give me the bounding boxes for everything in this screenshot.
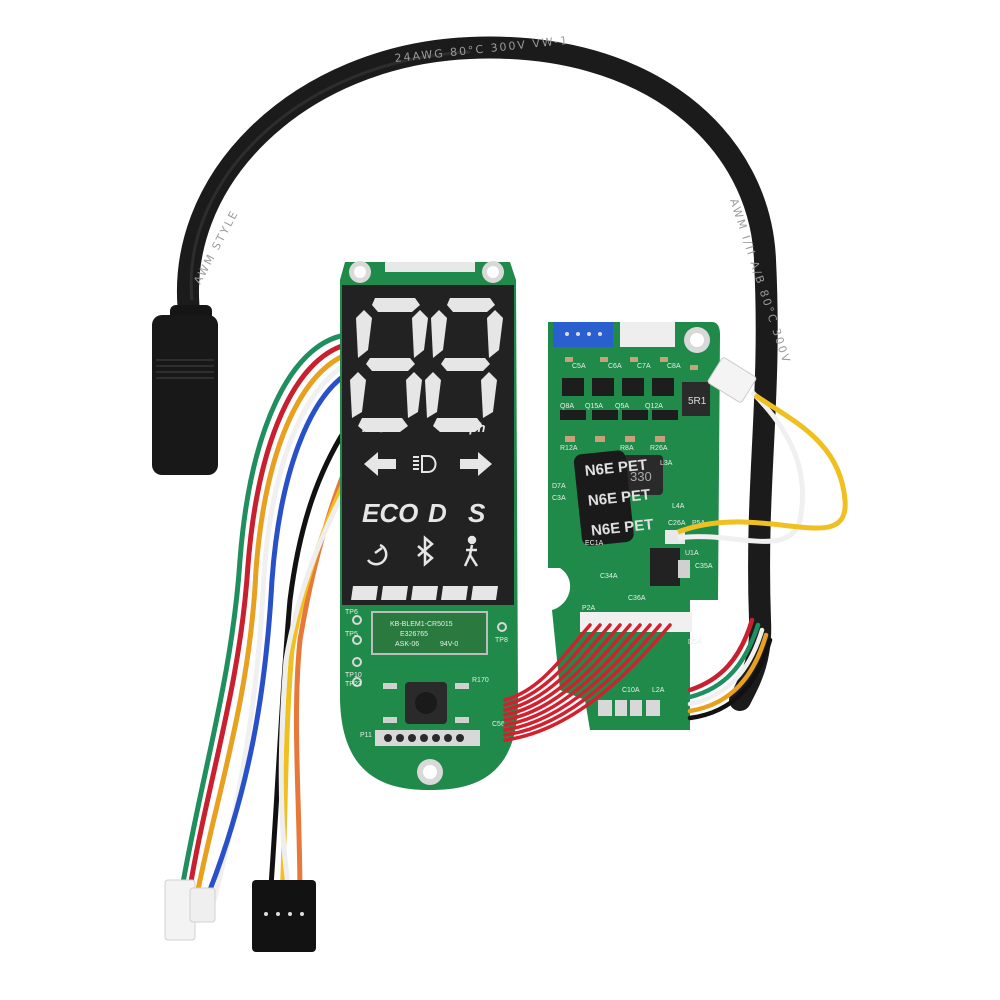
controller-board: C5A C6A C7A C8A Q8A Q15A Q5A Q12A R12A R… (548, 322, 720, 730)
bluetooth-module (371, 611, 488, 655)
svg-text:N6E PET: N6E PET (590, 516, 654, 539)
white-2pin-plug (707, 357, 757, 403)
svg-text:L2A: L2A (652, 687, 665, 694)
svg-text:L4A: L4A (672, 503, 685, 510)
svg-text:U1A: U1A (685, 550, 699, 557)
svg-text:C34A: C34A (600, 573, 618, 580)
pin-header (375, 730, 480, 746)
display-board: km/h mph ECO D S (340, 261, 518, 790)
speed-digits (350, 298, 503, 432)
voltage-regulator (650, 548, 680, 586)
svg-text:94V-0: 94V-0 (440, 641, 458, 648)
electrolytic-capacitor: N6E PET N6E PET N6E PET (573, 450, 654, 546)
svg-text:KB-BLEM1-CR5015: KB-BLEM1-CR5015 (390, 621, 453, 628)
svg-text:TP5: TP5 (345, 631, 358, 638)
white-4pin-header (620, 322, 675, 347)
svg-text:P11: P11 (360, 732, 372, 739)
svg-text:R170: R170 (472, 677, 489, 684)
svg-text:D7A: D7A (552, 483, 566, 490)
black-4pin-connector (252, 880, 316, 952)
svg-text:C36A: C36A (628, 595, 646, 602)
svg-text:TP6: TP6 (345, 609, 358, 616)
svg-text:Q8A: Q8A (560, 403, 574, 410)
female-round-plug (152, 305, 218, 475)
svg-text:E326765: E326765 (400, 631, 428, 638)
svg-text:Q12A: Q12A (645, 403, 663, 410)
svg-text:ASK-06: ASK-06 (395, 641, 419, 648)
blue-4pin-header (553, 322, 613, 347)
turn-left-arrow-icon (364, 452, 396, 476)
svg-text:EC1A: EC1A (585, 540, 604, 547)
mode-d: D (428, 498, 447, 528)
headlight-icon (413, 455, 437, 473)
svg-text:C56: C56 (492, 721, 505, 728)
svg-text:5R1: 5R1 (688, 396, 707, 407)
svg-text:C3A: C3A (552, 495, 566, 502)
main-cable (177, 36, 778, 711)
svg-text:C26A: C26A (668, 520, 686, 527)
white-2pin-jst (164, 879, 216, 941)
svg-text:R8A: R8A (620, 445, 634, 452)
turn-right-arrow-icon (460, 452, 492, 476)
mode-s: S (468, 498, 486, 528)
svg-text:C7A: C7A (637, 363, 651, 370)
svg-text:TP10: TP10 (345, 672, 362, 679)
unit-kmh: km/h (362, 420, 392, 435)
walk-mode-icon (463, 535, 479, 567)
svg-text:P2A: P2A (582, 605, 596, 612)
svg-text:C8A: C8A (667, 363, 681, 370)
lcd-panel (342, 285, 514, 605)
svg-text:N6E PET: N6E PET (584, 456, 648, 479)
svg-text:TP8: TP8 (495, 637, 508, 644)
svg-text:C35A: C35A (695, 563, 713, 570)
svg-text:TP23: TP23 (345, 681, 362, 688)
shunt-resistor (682, 382, 710, 416)
svg-text:Q15A: Q15A (585, 403, 603, 410)
wire-harness-right (687, 617, 773, 721)
bluetooth-icon (417, 535, 434, 567)
mode-eco: ECO (362, 498, 418, 528)
wire-harness-left (177, 332, 348, 903)
red-ribbon-wires (503, 623, 672, 742)
svg-text:C5A: C5A (572, 363, 586, 370)
svg-text:D6A: D6A (688, 639, 702, 646)
cruise-speedometer-icon (366, 543, 388, 566)
svg-text:R26A: R26A (650, 445, 668, 452)
yellow-white-loop (677, 357, 848, 544)
svg-text:L3A: L3A (660, 460, 673, 467)
inductor (623, 455, 663, 495)
svg-text:Q5A: Q5A (615, 403, 629, 410)
battery-bars (351, 586, 498, 600)
unit-mph: mph (458, 420, 486, 435)
svg-text:C10A: C10A (622, 687, 640, 694)
svg-text:C6A: C6A (608, 363, 622, 370)
svg-text:R12A: R12A (560, 445, 578, 452)
svg-text:N6E PET: N6E PET (587, 486, 651, 509)
svg-text:330: 330 (630, 469, 652, 484)
